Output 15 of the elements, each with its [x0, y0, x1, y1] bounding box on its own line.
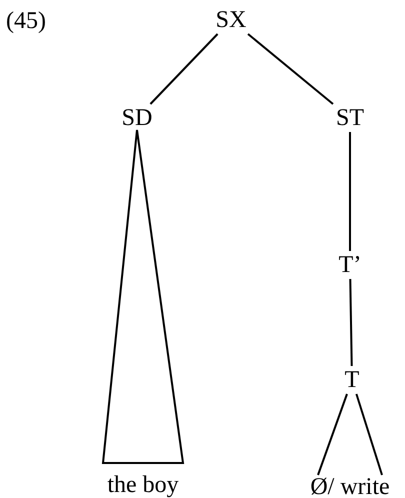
terminal-label: the boy	[107, 473, 179, 497]
tree-node-label: ST	[327, 104, 373, 132]
tree-branch	[317, 394, 348, 476]
example-number: (45)	[6, 9, 46, 33]
tree-branch	[150, 33, 218, 105]
tree-node-label: SX	[208, 6, 254, 34]
tree-branch	[355, 394, 383, 476]
tree-branch	[349, 278, 353, 366]
tree-node-label: SD	[114, 104, 160, 132]
tree-node-label: Ø/ write	[295, 475, 405, 498]
triangle-node	[100, 128, 186, 498]
tree-branch	[247, 33, 334, 105]
tree-node-label: T’	[330, 251, 370, 279]
tree-node-label: T	[338, 366, 366, 394]
tree-branch	[349, 132, 351, 251]
